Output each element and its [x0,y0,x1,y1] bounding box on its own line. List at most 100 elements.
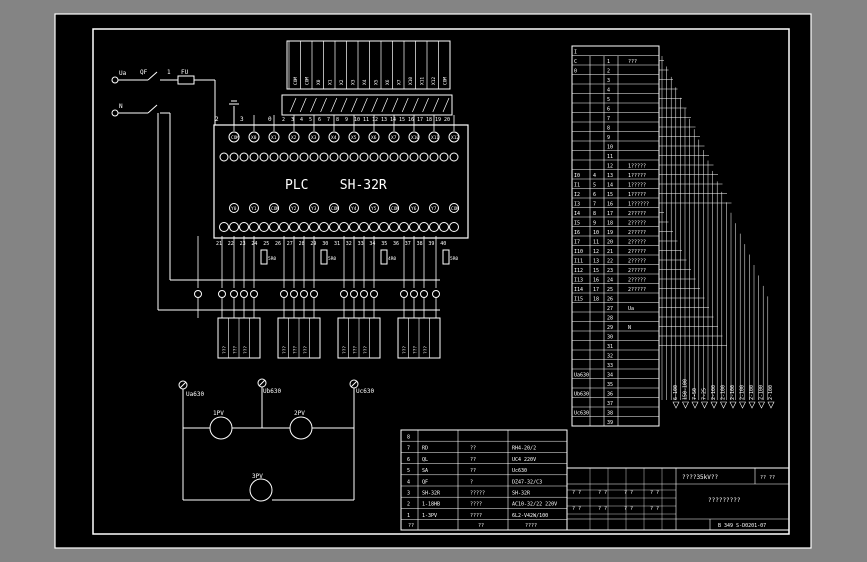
terminal-number: 4 [607,88,610,94]
terminal-number: 13 [607,173,613,179]
voltmeter-circuit [178,378,359,502]
input-terminal-icon [428,131,440,143]
output-wire-number: 30 [322,241,328,247]
bom-number: 2 [407,502,410,508]
output-point-icon [299,222,309,232]
bom-model: RH4-20/2 [512,446,536,452]
terminal-mid-label: 15 [593,268,599,274]
input-point-icon [389,152,399,162]
bom-number: 8 [407,435,410,441]
terminal-description: ??? [628,59,637,65]
output-junction-icon [432,290,440,298]
drawing-number: B 349 S-D0201-07 [718,523,766,529]
bom-model: DZ47-32/C3 [512,479,542,485]
terminal-description: 2????? [628,211,646,217]
input-point-icon [279,152,289,162]
output-junction-icon [280,290,288,298]
output-terminal-code: Y0 [231,206,237,212]
input-wire-number: 15 [399,117,405,123]
contact-switch-icon [371,97,378,113]
terminal-mid-label: 12 [593,249,599,255]
contact-switch-icon [401,97,409,113]
relay-code-label: X3 [351,79,357,85]
output-terminal-code: Y4 [351,206,357,212]
bom-name: ?? [470,468,476,474]
terminal-mid-label: 9 [593,221,596,227]
terminal-left-label: I4 [574,211,580,217]
output-point-icon [419,222,429,232]
relay-code-label: X0 [316,79,322,85]
output-wire-number: 33 [358,241,364,247]
input-point-icon [359,152,369,162]
input-point-icon [319,152,329,162]
input-terminal-icon [228,131,240,143]
contact-switch-icon [350,97,358,113]
contact-switch-icon [442,97,450,113]
input-terminal-code: X2 [291,135,297,141]
output-terminal-code: Y5 [371,206,377,212]
terminal-number: 39 [607,420,613,426]
terminal-description: 1?????? [628,202,649,208]
input-terminal-code: X6 [371,135,377,141]
terminal-number: 31 [607,344,613,350]
inner-border [92,28,790,535]
title-top-right: ????35kV?? [682,474,719,481]
terminal-left-label: I1 [574,183,580,189]
terminal-left-label: C [574,59,577,65]
input-terminal-code: X7 [391,135,397,141]
bom-code: SH-32R [422,491,441,497]
input-wire-number: 18 [426,117,432,123]
terminal-description: 1????? [628,192,646,198]
terminal-number: 11 [607,154,613,160]
terminal-left-label: I [574,50,577,56]
bom-model: Uc630 [512,468,527,474]
meter-3pv-label: 3PV [252,473,263,480]
contact-switch-icon [391,97,399,113]
output-point-icon [359,222,369,232]
terminal-mid-label: 11 [593,240,599,246]
contact-switch-icon [422,97,429,113]
terminal-number: 22 [607,259,613,265]
output-point-icon [389,222,399,232]
input-point-icon [219,152,229,162]
output-terminal-code: Y2 [291,206,297,212]
terminal-number: 30 [607,335,613,341]
input-point-icon [289,152,299,162]
output-junction-icon [300,290,308,298]
output-point-icon [229,222,239,232]
terminal-number: 5 [607,97,610,103]
cable-label: 7-50 [692,388,698,400]
terminal-number: 20 [607,240,613,246]
relay-coil-label: ??? [222,346,228,354]
resistor-label: 5R0 [450,256,458,262]
n-label: N [119,103,123,110]
input-wire-number: 16 [408,117,414,123]
terminal-number: 38 [607,411,613,417]
input-wire-number: 3 [291,117,294,123]
bom-code: 1-18HB [422,502,440,508]
relay-coil-label: ??? [402,346,408,354]
bom-number: 5 [407,468,410,474]
cable-arrow-icon [767,401,775,409]
terminal-number: 15 [607,192,613,198]
output-terminal-icon [309,203,319,213]
input-terminal-icon [328,131,340,143]
terminal-number: 23 [607,268,613,274]
relay-code-label: X5 [374,79,380,85]
relay-code-label: X2 [339,79,345,85]
contact-switch-icon [381,97,389,113]
input-point-icon [339,152,349,162]
input-terminal-code: X10 [411,135,419,141]
cable-arrow-icon [682,401,689,409]
input-wire-number: 7 [327,117,330,123]
output-terminal-icon [249,203,259,213]
input-point-icon [259,152,269,162]
bom-model: AC10-32/22 220V [512,502,557,508]
terminal-number: 9 [607,135,610,141]
terminal-number: 21 [607,249,613,255]
output-wire-number: 25 [263,241,269,247]
terminal-description: 2????? [628,221,646,227]
